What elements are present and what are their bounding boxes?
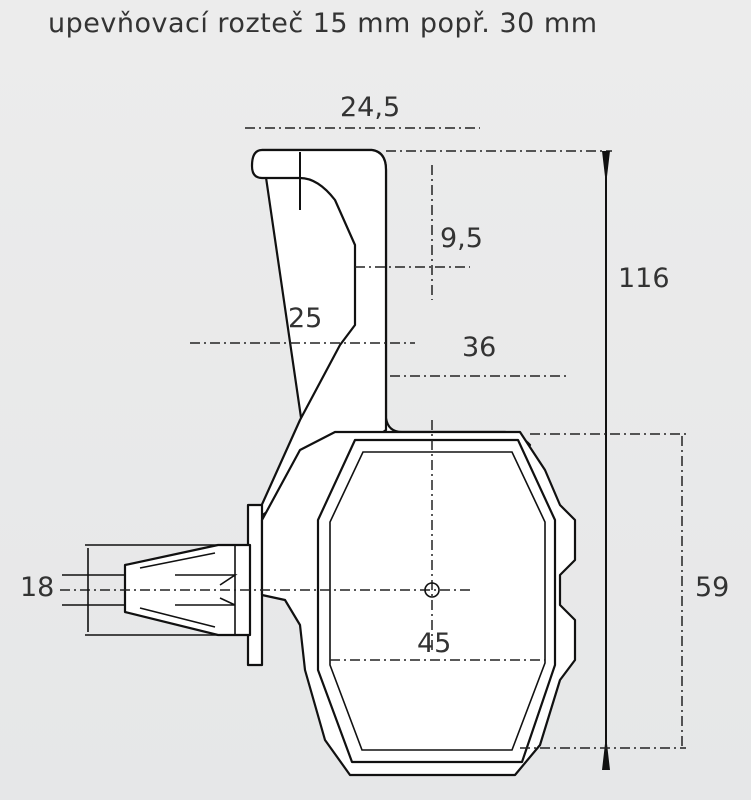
dim-label-116: 116: [618, 263, 670, 294]
gland-ribs: [139, 545, 238, 635]
drawing-title: upevňovací rozteč 15 mm popř. 30 mm: [48, 8, 598, 39]
hook-arm: [250, 148, 388, 522]
dim-label-36: 36: [462, 332, 497, 363]
dim-label-25: 25: [288, 303, 323, 334]
dim-label-9-5: 9,5: [440, 223, 483, 254]
lens-inner: [329, 451, 546, 751]
dim-label-45: 45: [417, 628, 452, 659]
dim-line-18: [62, 544, 235, 636]
mounting-hook: [260, 148, 532, 447]
dim-label-24-5: 24,5: [340, 92, 401, 123]
center-mark-icon: [424, 582, 440, 598]
dim-label-18: 18: [20, 572, 55, 603]
housing-outer: [316, 438, 557, 764]
dim-label-59: 59: [695, 572, 730, 603]
